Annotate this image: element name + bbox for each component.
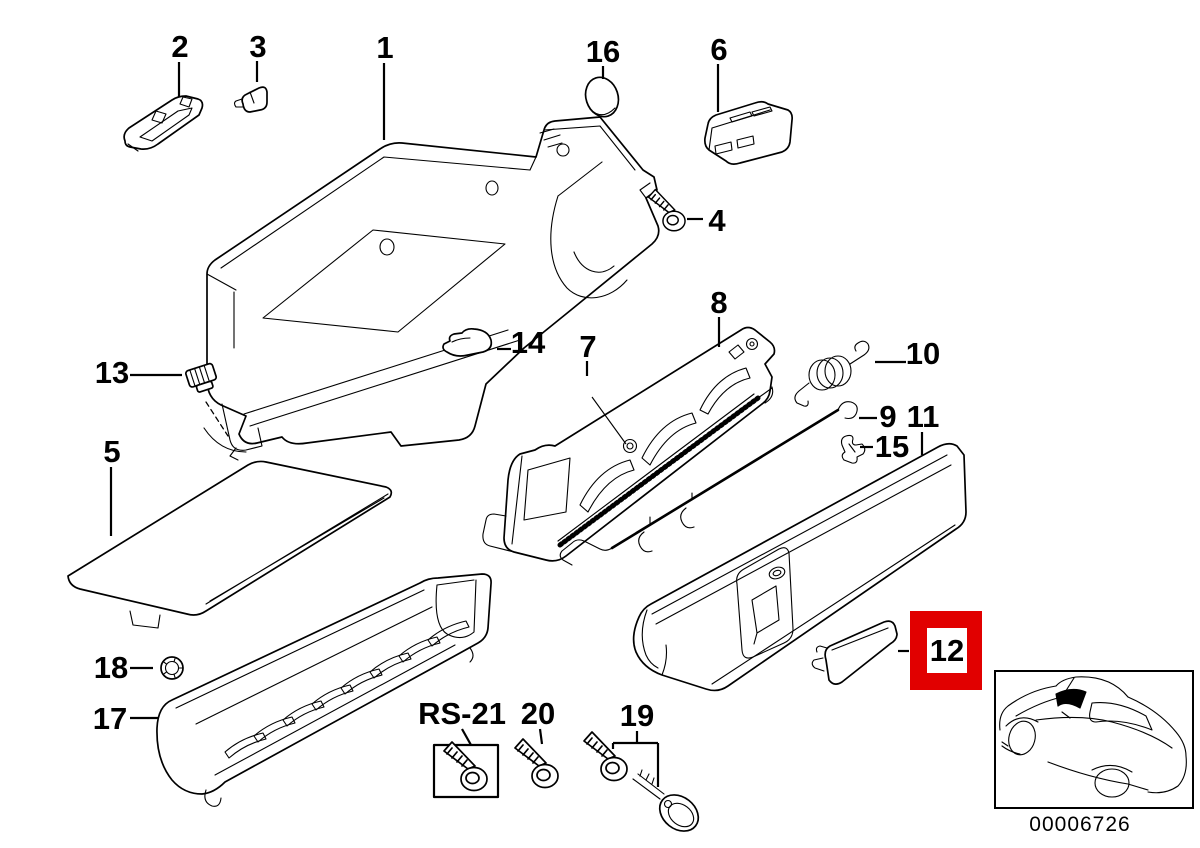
car-inset-frame [994, 670, 1194, 809]
part-number[interactable]: 7 [579, 329, 596, 364]
part-label-13[interactable]: 13 [95, 355, 182, 390]
part-number[interactable]: 11 [907, 399, 940, 434]
part-number[interactable]: 12 [930, 633, 964, 668]
part-label-20[interactable]: 20 [521, 696, 555, 745]
part-20-drawing [514, 738, 559, 789]
part-8-drawing [482, 326, 776, 562]
part-number[interactable]: 15 [875, 429, 909, 464]
part-number[interactable]: 16 [586, 34, 620, 69]
part-16-drawing [584, 76, 620, 118]
part-number[interactable]: 3 [249, 29, 266, 64]
part-label-rs21[interactable]: RS-21 [418, 696, 506, 746]
part-number[interactable]: 4 [708, 203, 726, 238]
key-drawing [632, 769, 700, 832]
part-number[interactable]: RS-21 [418, 696, 506, 731]
part-label-12-highlight[interactable]: 12 [898, 611, 982, 690]
part-2-drawing [123, 95, 204, 152]
part-label-2[interactable]: 2 [171, 29, 189, 97]
part-number[interactable]: 8 [710, 285, 727, 320]
part-label-7[interactable]: 7 [579, 329, 627, 445]
part-label-10[interactable]: 10 [875, 336, 940, 371]
part-15-drawing [840, 434, 866, 464]
part-13-drawing [185, 362, 229, 437]
part-label-15[interactable]: 15 [860, 429, 909, 464]
car-thumbnail-drawing [999, 676, 1187, 798]
part-label-3[interactable]: 3 [249, 29, 267, 82]
part-number[interactable]: 20 [521, 696, 555, 731]
part-label-18[interactable]: 18 [94, 650, 153, 685]
part-1-drawing [203, 116, 660, 461]
part-18-drawing [160, 656, 184, 680]
part-6-drawing [703, 100, 794, 165]
part-12-drawing [811, 620, 898, 685]
part-label-6[interactable]: 6 [710, 32, 728, 112]
part-number[interactable]: 13 [95, 355, 129, 390]
part-rs21-drawing [432, 741, 500, 799]
part-14-drawing [442, 327, 493, 357]
part-number[interactable]: 17 [93, 701, 127, 736]
part-number[interactable]: 6 [710, 32, 727, 67]
part-number[interactable]: 18 [94, 650, 128, 685]
part-label-1[interactable]: 1 [376, 30, 394, 140]
part-9-drawing [559, 401, 858, 566]
part-label-16[interactable]: 16 [586, 34, 620, 79]
part-label-9[interactable]: 9 [859, 399, 897, 434]
part-17-drawing [156, 573, 492, 807]
part-number[interactable]: 9 [879, 399, 896, 434]
part-label-19[interactable]: 19 [611, 698, 660, 787]
part-number[interactable]: 1 [376, 30, 393, 65]
part-11-drawing [632, 442, 967, 692]
part-number[interactable]: 14 [511, 325, 546, 360]
part-label-11[interactable]: 11 [907, 399, 940, 455]
car-inset: 00006726 [994, 670, 1194, 836]
part-number[interactable]: 2 [171, 29, 188, 64]
part-3-drawing [233, 86, 268, 113]
part-10-drawing [794, 340, 870, 407]
part-label-8[interactable]: 8 [710, 285, 728, 347]
part-number[interactable]: 10 [906, 336, 940, 371]
part-number[interactable]: 19 [620, 698, 654, 733]
part-label-14[interactable]: 14 [497, 325, 546, 360]
highlight-inner-box [927, 628, 967, 673]
diagram-code: 00006726 [1029, 813, 1130, 836]
part-label-4[interactable]: 4 [687, 203, 726, 238]
part-label-5[interactable]: 5 [103, 434, 121, 536]
part-number[interactable]: 5 [103, 434, 120, 469]
callout-labels: 2 3 1 16 6 4 13 14 [93, 29, 982, 787]
part-5-drawing [67, 460, 393, 629]
part-19-drawing [583, 731, 700, 832]
part-label-17[interactable]: 17 [93, 701, 158, 736]
